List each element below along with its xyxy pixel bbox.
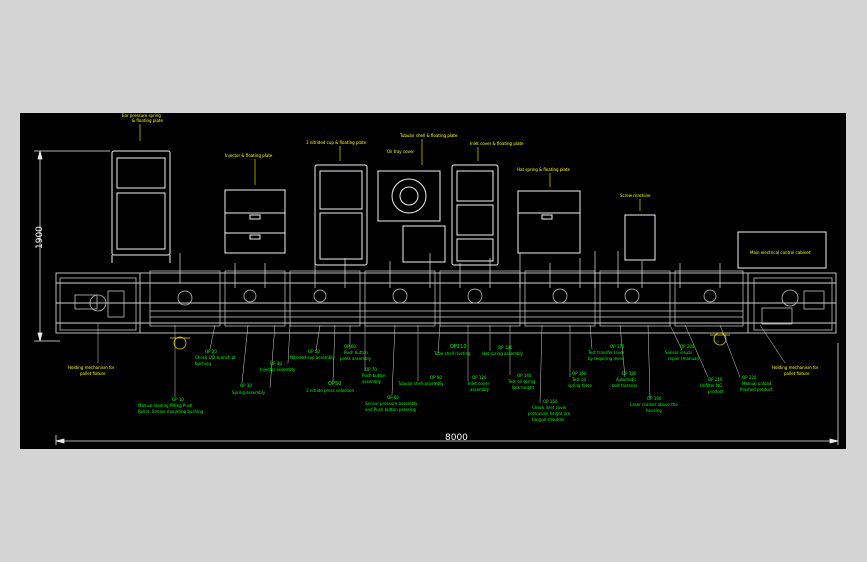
- label-hat-spring: Hat spring & floating plate: [517, 167, 571, 172]
- label-op40: OP 40: [270, 361, 282, 366]
- label-op150-4: tongue shoulder: [532, 417, 565, 422]
- label-op110-2: Tube shell riveting: [433, 351, 471, 356]
- label-op150-3: protrusion height are: [528, 411, 571, 416]
- bottom-labels: Holding mechanism for pallet fixture OP …: [68, 344, 819, 422]
- label-ear-pressure-spring-2: & floating plate: [132, 118, 164, 123]
- label-screw-machine: Screw machine: [620, 193, 651, 198]
- label-op10: OP 10: [172, 397, 184, 402]
- label-op10-2: Manual loading fitting Push: [138, 403, 193, 408]
- label-op200-3: repair (manual): [668, 356, 700, 361]
- label-op60-3: press assembly: [340, 356, 372, 361]
- label-op160-3: spring force: [568, 383, 592, 388]
- label-op140: OP 140: [517, 373, 532, 378]
- label-op80: OP 80: [387, 395, 399, 400]
- station-highlights: [170, 332, 730, 350]
- label-op90: OP 90: [430, 375, 442, 380]
- label-op220-2: Manual unload: [742, 381, 772, 386]
- label-op180: OP 180: [622, 371, 637, 376]
- label-op200-2: Sensor visual: [665, 350, 692, 355]
- label-op170-2: Test transfer lever: [587, 350, 625, 355]
- label-op210-3: product: [708, 389, 724, 394]
- label-op80-2: Sensor pressure assembly: [365, 401, 418, 406]
- top-labels: Ear pressure spring & floating plate Inj…: [122, 113, 811, 255]
- label-op190-2: Laser marker above the: [630, 402, 678, 407]
- label-op70-3: assembly: [362, 379, 382, 384]
- label-op60-2: Push button: [344, 350, 368, 355]
- label-op150: OP 150: [543, 399, 558, 404]
- label-op130: OP 130: [498, 345, 513, 350]
- label-op170-3: by requiring lever: [588, 356, 624, 361]
- label-op220-3: finished product: [740, 387, 773, 392]
- label-op140-2: Test oil spring: [507, 379, 536, 384]
- station-posts: [179, 251, 721, 288]
- label-op50-2: Nitrided cup assembly: [290, 355, 335, 360]
- label-oil-tray-cover: Oil tray cover: [387, 149, 414, 154]
- label-tubular-shell: Tubular shell & floating plate: [399, 133, 458, 138]
- height-dimension: [34, 150, 110, 342]
- label-electrical-cabinet: Main electrical control cabinet: [750, 250, 811, 255]
- label-op40-2: Injector assembly: [260, 367, 296, 372]
- top-fixtures: [111, 150, 827, 269]
- label-left-holding: Holding mechanism for: [68, 365, 115, 370]
- label-op120-2: Inlet cover: [468, 381, 490, 386]
- label-op160: OP 160: [572, 371, 587, 376]
- bottom-leaders: [97, 323, 786, 404]
- label-nitrided-cup: 3 nitrided cup & floating plate: [306, 140, 367, 145]
- machine-base: [55, 272, 837, 334]
- label-op30: OP 30: [240, 383, 252, 388]
- label-op50b: OP50: [328, 381, 341, 387]
- label-op170: OP 170: [610, 344, 625, 349]
- label-right-holding-2: pallet fixture: [784, 371, 810, 376]
- length-dimension-value: 8000: [445, 433, 468, 443]
- label-op10-3: Roller, Sensor mounting bushing: [138, 409, 204, 414]
- label-op70-2: Push button: [362, 373, 386, 378]
- assembly-line-drawing: 1900 8000: [34, 113, 839, 445]
- label-op120-3: assembly: [470, 387, 490, 392]
- label-op50b-2: 3 nitride press selection: [306, 388, 354, 393]
- label-op110: OP110: [450, 344, 467, 350]
- label-op180-3: bolt fastener: [612, 383, 638, 388]
- station-equipment: [149, 270, 744, 327]
- label-op20-3: bushing: [195, 361, 211, 366]
- label-op200: OP 200: [680, 344, 695, 349]
- label-op80-3: and Push button pressing: [365, 407, 416, 412]
- length-dimension: [55, 343, 839, 445]
- label-op150-2: Check inlet cover: [532, 405, 567, 410]
- label-right-holding: Holding mechanism for: [772, 365, 819, 370]
- label-op130-2: Hat spring assembly: [482, 351, 524, 356]
- height-dimension-value: 1900: [35, 226, 45, 249]
- right-holding-mechanism: [753, 277, 833, 331]
- label-left-holding-2: pallet fixture: [80, 371, 106, 376]
- cad-drawing-canvas: 1900 8000: [20, 113, 846, 449]
- label-op70: OP 70: [365, 367, 377, 372]
- left-holding-mechanism: [59, 277, 137, 331]
- label-op190: OP 190: [647, 396, 662, 401]
- label-op50: OP 50: [308, 349, 320, 354]
- label-op210: OP 210: [708, 377, 723, 382]
- label-op190-3: housing: [646, 408, 662, 413]
- label-op140-3: lock height: [512, 385, 535, 390]
- label-op120: OP 120: [472, 375, 487, 380]
- label-op20: OP 20: [205, 349, 217, 354]
- label-op30-2: Spring assembly: [232, 390, 266, 395]
- label-op90-2: Tubular shell assembly: [397, 381, 444, 386]
- label-op220: OP 220: [742, 375, 757, 380]
- label-op160-2: Test oil: [571, 377, 586, 382]
- label-inlet-cover: Inlet cover & floating plate: [470, 141, 524, 146]
- label-op210-2: Unfilter NG: [700, 383, 722, 388]
- label-op60: OP 60: [344, 344, 356, 349]
- label-op20-2: Check L/D branch at: [195, 355, 236, 360]
- label-injector: Injector & floating plate: [225, 153, 273, 158]
- label-op180-2: Automatic: [616, 377, 637, 382]
- label-ear-pressure-spring: Ear pressure spring: [122, 113, 161, 118]
